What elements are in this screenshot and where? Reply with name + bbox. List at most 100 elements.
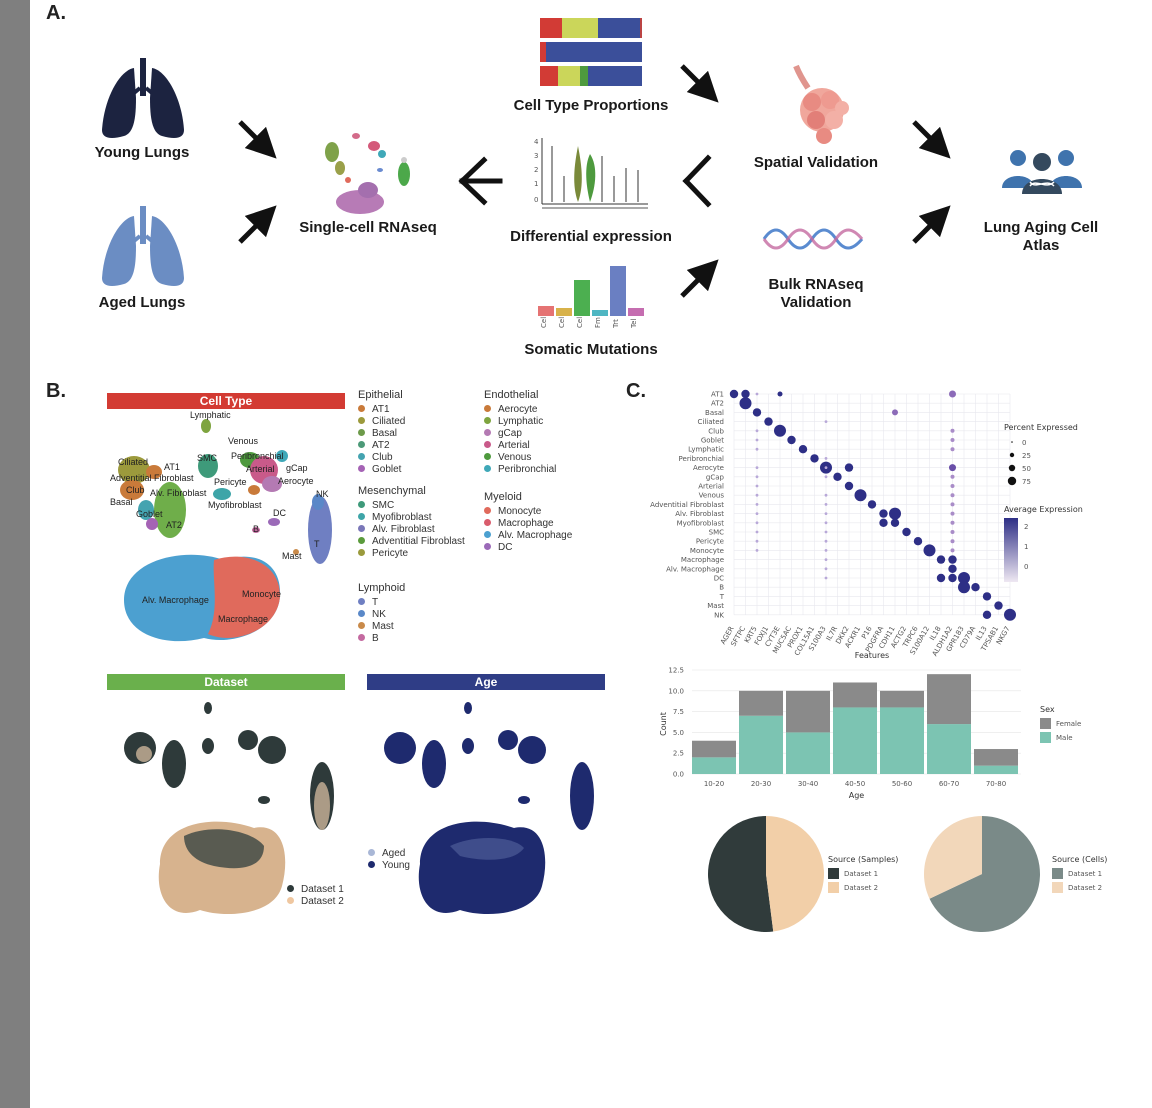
legend-item-label: SMC	[372, 500, 395, 511]
pie-legend-swatch	[828, 868, 839, 879]
legend-swatch	[368, 849, 375, 856]
dotplot-row-label: DC	[714, 575, 724, 583]
bar-ytick: 12.5	[668, 667, 684, 675]
umap-label: B	[253, 524, 260, 534]
legend-item-label: Monocyte	[498, 506, 542, 517]
panel-a-arrows	[238, 64, 951, 298]
umap-label: Club	[126, 485, 145, 495]
umap-label: Alv. Macrophage	[142, 595, 209, 605]
bar-ytick: 0.0	[673, 771, 684, 779]
legend-item: Mast	[358, 621, 405, 633]
arrow-aged-to-scrna	[238, 205, 277, 244]
legend-item-label: Club	[372, 452, 393, 463]
legend-item: Venous	[484, 452, 556, 464]
legend-item-label: Goblet	[372, 464, 402, 475]
legend-item-label: Young	[382, 860, 410, 871]
violin-tick-0: 0	[534, 196, 538, 204]
dotplot-dot	[824, 576, 828, 580]
legend-item: gCap	[484, 428, 556, 440]
dotplot-dot	[824, 503, 828, 506]
dotplot-dot	[824, 549, 828, 552]
dotplot-dot	[729, 389, 739, 399]
dotplot-dot	[741, 389, 750, 399]
arrow-spatial-to-atlas	[912, 120, 951, 159]
legend-item: Basal	[358, 428, 405, 440]
legend-swatch	[484, 543, 491, 550]
dotplot-row-label: Basal	[705, 409, 724, 417]
legend-item: AT2	[358, 440, 405, 452]
dotplot-dot	[739, 397, 752, 410]
bar-ytick: 2.5	[673, 750, 684, 758]
color-legend-bar	[1004, 518, 1018, 582]
dotplot-dot	[890, 518, 900, 527]
dotplot: AT1AT2BasalCiliatedClubGobletLymphaticPe…	[650, 389, 1083, 660]
legend-item: Pericyte	[358, 548, 465, 560]
legend-swatch	[358, 405, 365, 412]
dotplot-row-label: Alv. Fibroblast	[675, 510, 724, 518]
cell-type-proportions-icon	[540, 18, 642, 86]
bar-segment	[786, 690, 830, 733]
somatic-tick: Cel	[540, 317, 548, 328]
spatial-label: Spatial Validation	[753, 154, 879, 171]
legend-item: NK	[358, 609, 405, 621]
legend-item: Macrophage	[484, 518, 572, 530]
bar-segment	[833, 707, 877, 774]
color-legend-label: 2	[1024, 523, 1028, 531]
dotplot-xlabel: Features	[855, 651, 889, 660]
legend-swatch	[484, 531, 491, 538]
pie-slice	[766, 816, 824, 932]
legend-swatch	[358, 441, 365, 448]
legend-item: Arterial	[484, 440, 556, 452]
umap-label: Alv. Fibroblast	[150, 488, 207, 498]
bar-xtick: 50-60	[892, 780, 912, 788]
somatic-tick: Cel	[558, 317, 566, 328]
arrow-somatic-to-bulk	[680, 259, 719, 298]
umap-label: Aerocyte	[278, 476, 314, 486]
dotplot-dot	[755, 503, 759, 506]
dotplot-dot	[752, 408, 762, 417]
pie-slice	[924, 816, 982, 899]
bar-segment	[692, 740, 736, 758]
dotplot-dot	[879, 509, 888, 518]
size-legend-title: Percent Expressed	[1004, 423, 1078, 432]
legend-swatch	[484, 429, 491, 436]
arrow-props-to-spatial	[680, 64, 719, 103]
dotplot-dot	[950, 493, 955, 498]
dotplot-dot	[889, 507, 901, 520]
dotplot-row-label: Ciliated	[697, 418, 724, 426]
legend-swatch	[358, 622, 365, 629]
dotplot-dot	[774, 424, 786, 437]
legend-item-label: Basal	[372, 428, 398, 439]
somatic-tick: Fm	[594, 317, 602, 328]
bar-xtick: 10-20	[704, 780, 724, 788]
legend-item: T	[358, 597, 405, 609]
legend-item: Dataset 1	[287, 884, 344, 896]
young-lungs-label: Young Lungs	[94, 144, 190, 161]
bar-ytick: 10.0	[668, 687, 684, 695]
violin-tick-3: 3	[534, 152, 538, 160]
dotplot-dot	[824, 493, 828, 497]
dotplot-dot	[755, 447, 759, 451]
panel-c-label: C.	[626, 380, 646, 402]
bar-segment	[927, 724, 971, 774]
pie-legend-swatch	[828, 882, 839, 893]
somatic-tick: Tel	[630, 319, 638, 329]
legend-item: Alv. Macrophage	[484, 530, 572, 542]
dotplot-row-label: Mast	[707, 602, 724, 610]
legend-swatch	[358, 513, 365, 520]
umap-label: Arterial	[246, 464, 275, 474]
legend-item-label: Adventitial Fibroblast	[372, 536, 465, 547]
celltype-umap	[118, 419, 332, 642]
bar-xtick: 70-80	[986, 780, 1006, 788]
legend-swatch	[358, 465, 365, 472]
dotplot-dot	[755, 530, 759, 534]
legend-swatch	[484, 417, 491, 424]
legend-group-title: Lymphoid	[358, 582, 406, 594]
dotplot-dot	[824, 420, 828, 423]
umap-label: Adventitial Fibroblast	[110, 473, 194, 483]
dotplot-dot	[949, 390, 956, 398]
dotplot-row-label: Club	[708, 427, 724, 435]
dotplot-row-label: AT2	[711, 400, 724, 408]
